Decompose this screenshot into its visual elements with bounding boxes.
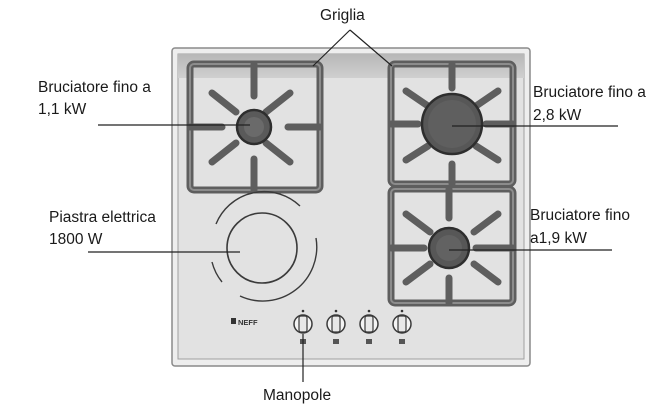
label-electric-line2: 1800 W bbox=[49, 231, 103, 248]
label-burner-medium-line1: Bruciatore fino bbox=[530, 207, 630, 224]
label-burner-large-line2: 2,8 kW bbox=[533, 107, 582, 124]
label-burner-small-line2: 1,1 kW bbox=[38, 101, 87, 118]
label-burner-large-line1: Bruciatore fino a bbox=[533, 84, 646, 101]
label-griglia: Griglia bbox=[320, 7, 365, 24]
electric-plate bbox=[211, 190, 318, 302]
brand-logo: NEFF bbox=[231, 318, 258, 327]
brand-logo-text: NEFF bbox=[238, 318, 258, 327]
knob-2[interactable] bbox=[326, 309, 346, 344]
burner-large bbox=[420, 92, 484, 156]
leader-griglia-left bbox=[312, 29, 351, 67]
knob-3[interactable] bbox=[359, 309, 379, 344]
cooktop-glass-surface bbox=[177, 53, 525, 360]
label-manopole: Manopole bbox=[263, 387, 332, 404]
label-burner-medium-line2: a1,9 kW bbox=[530, 230, 587, 247]
burner-medium bbox=[427, 226, 471, 270]
label-electric-line1: Piastra elettrica bbox=[49, 209, 156, 226]
burner-small bbox=[235, 108, 273, 146]
leader-lines bbox=[88, 29, 618, 382]
grate-right-upper bbox=[387, 60, 517, 188]
grate-right-lower bbox=[387, 185, 517, 307]
knob-1[interactable] bbox=[293, 309, 313, 344]
control-knobs bbox=[293, 309, 412, 344]
knob-4[interactable] bbox=[392, 309, 412, 344]
label-burner-small-line1: Bruciatore fino a bbox=[38, 79, 151, 96]
grate-left bbox=[186, 60, 324, 194]
leader-griglia-right bbox=[349, 29, 393, 67]
